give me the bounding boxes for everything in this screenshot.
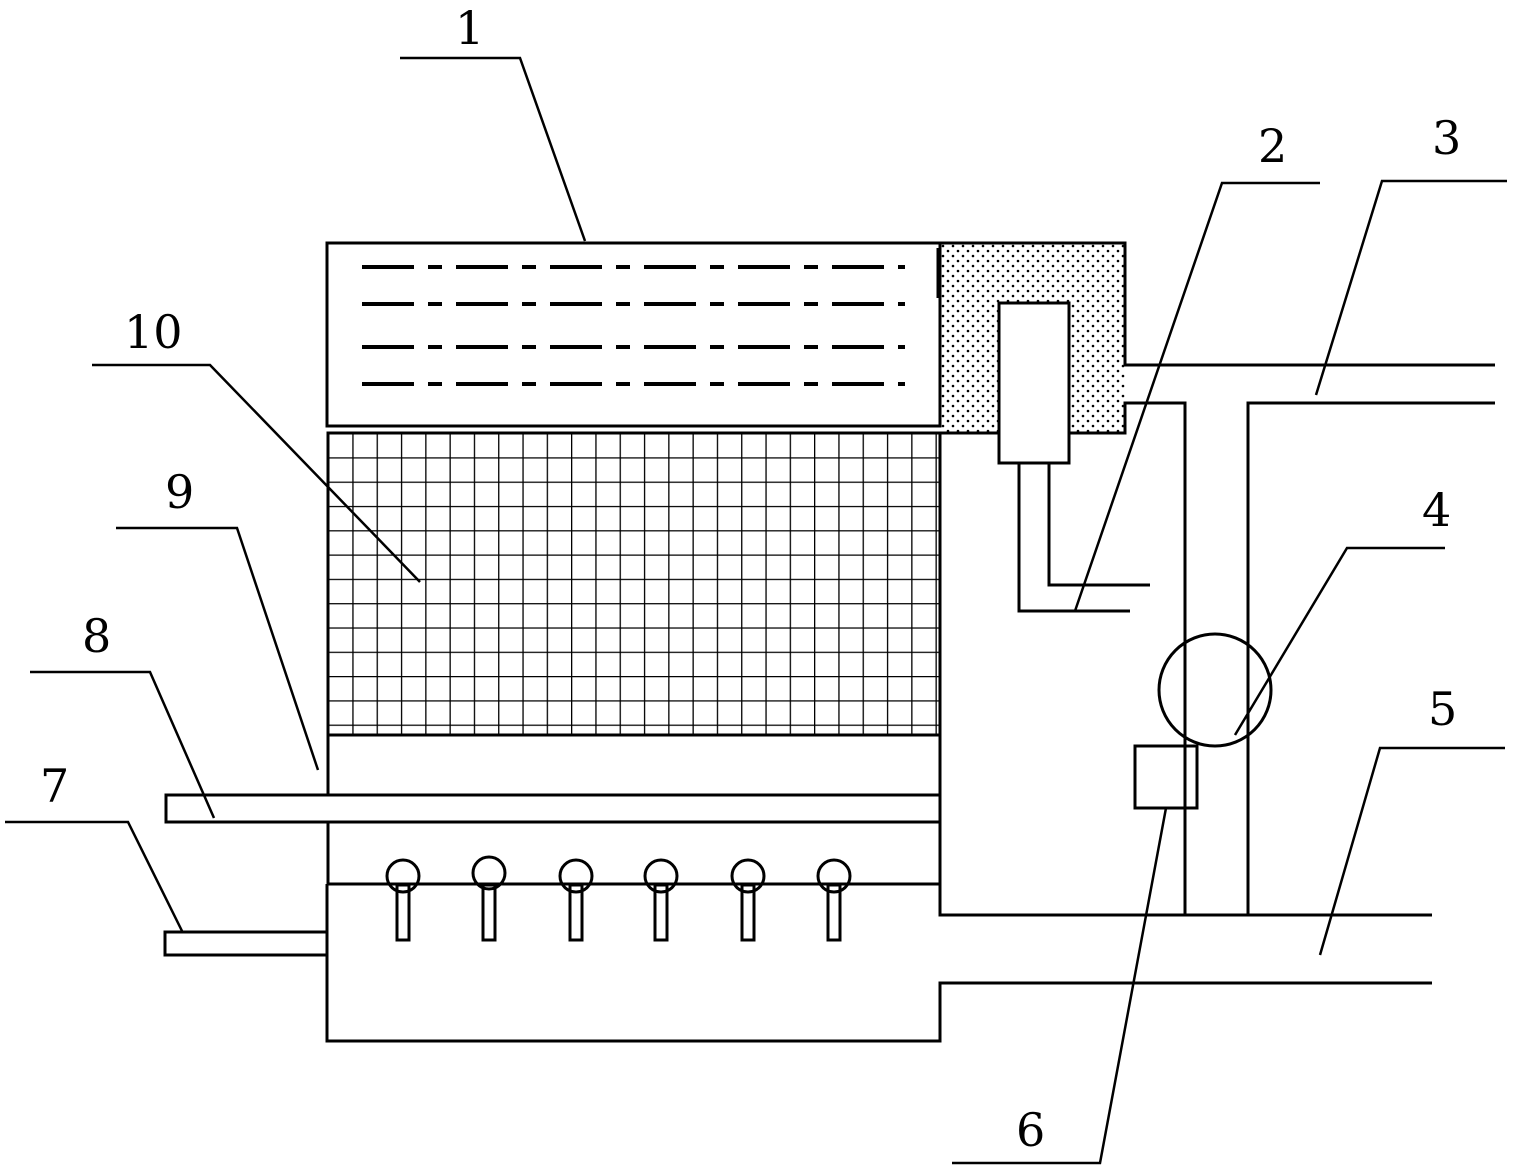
label-6: 6 (1016, 1103, 1045, 1157)
filter-layers (164, 733, 942, 886)
label-10: 10 (124, 305, 183, 359)
label-9: 9 (165, 465, 194, 519)
label-4: 4 (1422, 483, 1451, 537)
water-dash-lines (362, 265, 905, 386)
label-2: 2 (1258, 119, 1287, 173)
motor-box (1133, 744, 1199, 810)
bottom-chamber (163, 855, 1432, 1043)
inlet-pipe-8 (164, 793, 942, 824)
overflow-box (940, 241, 1495, 915)
label-7: 7 (40, 759, 69, 813)
top-chamber (325, 241, 942, 428)
label-5: 5 (1428, 682, 1457, 736)
label-3: 3 (1432, 111, 1461, 165)
pipe-7 (163, 930, 329, 957)
leader-lines (5, 56, 1507, 1165)
grid-packing (326, 431, 942, 737)
aerators (385, 855, 852, 942)
pump (1133, 632, 1273, 810)
part-labels: 1 2 3 4 5 6 7 8 9 10 (40, 1, 1461, 1157)
label-1: 1 (455, 1, 484, 55)
label-8: 8 (82, 609, 111, 663)
sensor-block (997, 301, 1071, 465)
